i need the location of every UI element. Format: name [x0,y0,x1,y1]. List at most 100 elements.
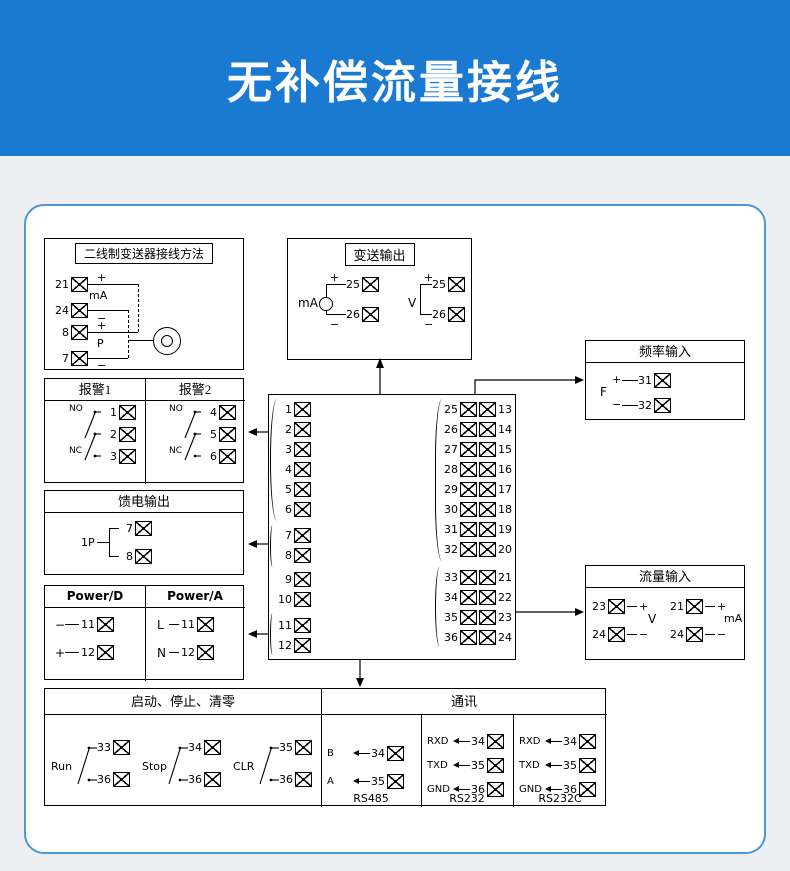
wire [88,358,128,359]
terminal-screw-icon [71,351,88,366]
terminal-screw-icon [97,617,114,632]
left-arrow-icon [453,738,470,745]
terminal-number: 32 [638,399,652,412]
transmit-output-box: 变送输出 mA + − 25 26 V + − 25 26 [287,238,472,360]
wire [622,405,638,406]
terminal-number: 4 [285,463,292,476]
switch-label: CLR [233,760,255,773]
terminal-number: 18 [498,503,512,516]
terminal-screw-icon [294,618,311,633]
wire [169,624,179,625]
wire [88,310,128,311]
polarity-label: + [330,271,340,284]
comm-signal-label: RXD [519,736,541,747]
power-a-title: Power/A [145,586,245,608]
v-label: V [648,612,657,626]
terminal-screw-icon [460,590,477,605]
polarity-label: − [97,359,107,372]
wire [420,284,432,285]
transmitter-inner-icon [161,335,173,347]
terminal-number: 21 [670,600,684,613]
terminal-screw-icon [479,542,496,557]
terminal-screw-icon [654,398,671,413]
divider [421,715,422,807]
terminal-screw-icon [294,638,311,653]
terminal: 23 [592,599,625,614]
terminal-screw-icon [71,303,88,318]
terminal-screw-icon [219,449,236,464]
terminal-number: 29 [444,483,458,496]
comm-signal-label: B [327,748,334,759]
terminal: 2 [103,427,136,442]
wire [420,284,421,314]
terminal-screw-icon [197,645,214,660]
terminal-number: 5 [210,428,217,441]
terminal: 6 [203,449,236,464]
left-arrow-icon [353,778,370,785]
terminal-row: 6 [277,501,313,518]
wire [109,528,110,557]
polarity-label: + [97,319,107,332]
terminal-number: 9 [285,573,292,586]
terminal-screw-icon [294,572,311,587]
terminal-screw-icon [294,402,311,417]
no-label: NO [69,404,83,414]
power-label: P [97,337,104,350]
terminal-screw-icon [71,325,88,340]
left-arrow-icon [453,786,470,793]
wire [326,311,327,315]
terminal-screw-icon [294,528,311,543]
two-wire-transmitter-box: 二线制变送器接线方法 21 24 8 7 + mA − + P − [44,238,244,372]
polarity-label: − [55,618,66,632]
terminal-number: 35 [371,775,385,788]
group-brace [270,399,277,521]
terminal-number: 2 [285,423,292,436]
terminal-screw-icon [479,462,496,477]
no-label: NO [169,404,183,414]
comm-title: 通讯 [321,689,607,715]
terminal-number: 36 [279,773,293,786]
terminal-number: 7 [126,522,133,535]
terminal: 8 [55,325,88,340]
terminal-number: 23 [592,600,606,613]
terminal-number: 24 [55,304,69,317]
banner: 无补偿流量接线 [0,0,790,156]
terminal-number: 34 [563,735,577,748]
ma-label: mA [298,296,318,310]
terminal: 31 [638,373,671,388]
terminal-screw-icon [197,617,214,632]
terminal-screw-icon [479,522,496,537]
terminal-screw-icon [294,482,311,497]
terminal-screw-icon [113,772,130,787]
terminal-number: 11 [81,618,95,631]
terminal-row: 7 [277,527,313,544]
terminal-screw-icon [295,740,312,755]
terminal-number: 11 [278,619,292,632]
wire [88,332,138,333]
terminal-number: 26 [444,423,458,436]
alarm1-title: 报警1 [45,379,145,401]
box-title: 二线制变送器接线方法 [74,243,214,264]
terminal-number: 34 [188,741,202,754]
terminal-screw-icon [460,442,477,457]
terminal-number: 10 [278,593,292,606]
pushbutton-switch-icon [77,746,97,785]
terminal-screw-icon [294,442,311,457]
terminal: 21 [670,599,703,614]
terminal-number: 36 [563,783,577,796]
polarity-label: + [639,600,649,613]
terminal-screw-icon [71,277,88,292]
line-label: L [157,618,164,632]
